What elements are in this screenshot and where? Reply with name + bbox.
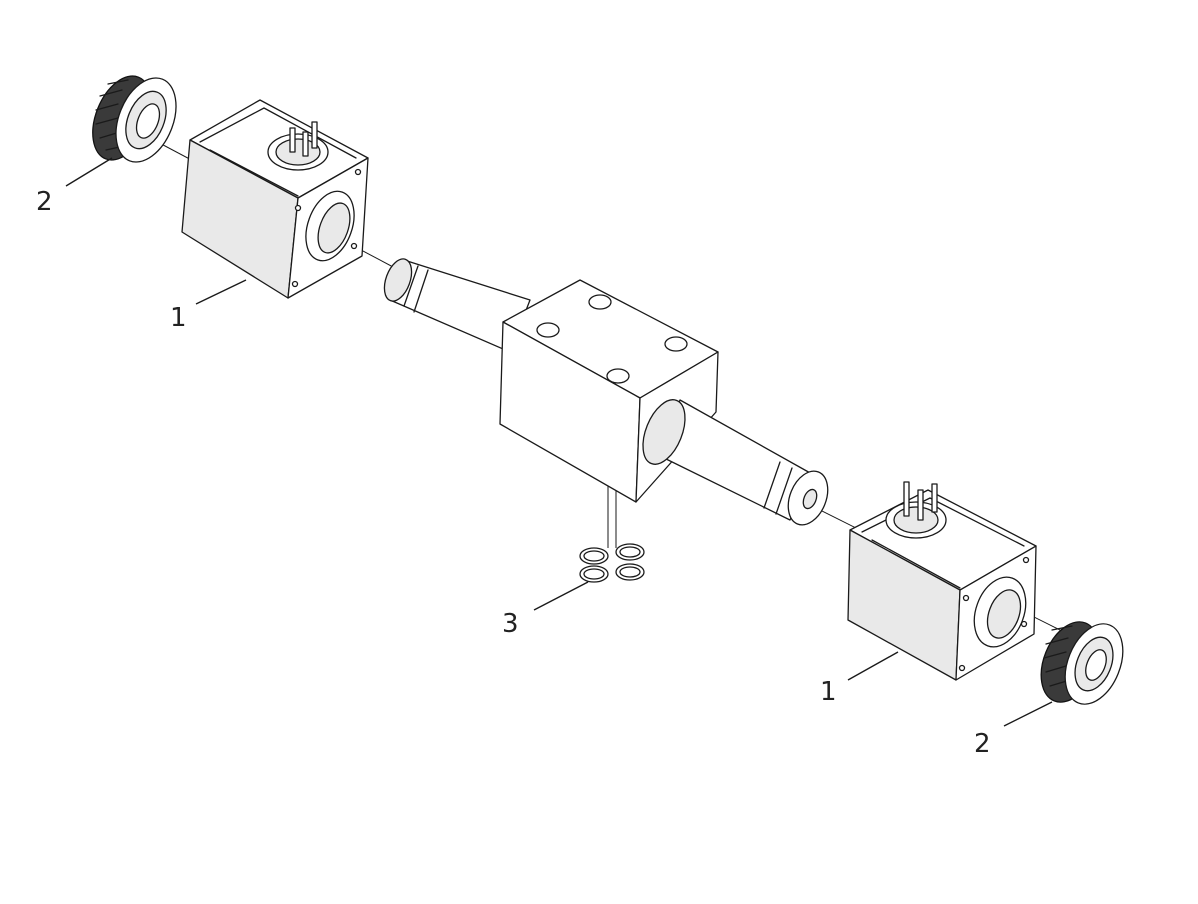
valve-body [383,258,829,526]
solenoid-coil-right [847,481,1037,681]
callout-label: 1 [820,677,837,707]
solenoid-coil-left [181,99,369,299]
callout-nut-right: 2 [974,701,1053,759]
callout-seals: 3 [502,581,589,639]
knurled-nut-left [92,75,177,163]
callout-label: 2 [36,187,53,217]
callout-coil-left: 1 [170,279,247,333]
callout-label: 3 [502,609,519,639]
callout-nut-left: 2 [36,157,113,217]
callout-label: 1 [170,303,187,333]
o-ring-seals [579,543,645,583]
callout-label: 2 [974,729,991,759]
knurled-nut-right [1040,621,1124,705]
callout-coil-right: 1 [820,651,899,707]
